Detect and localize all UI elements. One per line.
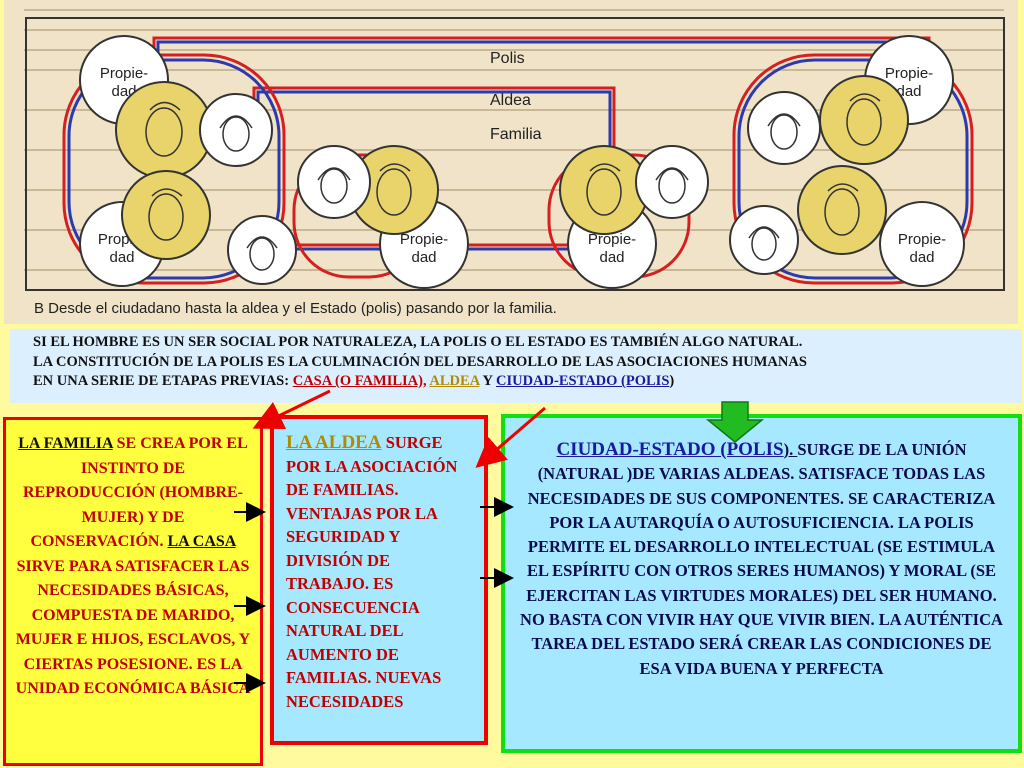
label-polis: Polis — [490, 50, 525, 67]
svg-text:Propie-: Propie- — [898, 231, 946, 248]
intro-term-ciudad: CIUDAD-ESTADO (POLIS — [496, 373, 670, 389]
polis-box: CIUDAD-ESTADO (POLIS). SURGE DE LA UNIÓN… — [501, 414, 1022, 753]
familia-text-2: SIRVE PARA SATISFACER LAS NECESIDADES BÁ… — [15, 557, 251, 698]
intro-line-3-start: EN UNA SERIE DE ETAPAS PREVIAS: — [33, 373, 293, 389]
svg-text:dad: dad — [109, 249, 134, 266]
familia-text-1: SE CREA POR EL INSTINTO DE REPRODUCCIÓN … — [23, 435, 248, 550]
casa-term: LA CASA — [167, 533, 236, 550]
aldea-text: SURGE POR LA ASOCIACIÓN DE FAMILIAS. VEN… — [286, 433, 458, 711]
propiedad-circle-bottom-right: Propie- dad — [879, 201, 965, 287]
left-group-outline — [62, 53, 286, 285]
label-aldea: Aldea — [490, 92, 531, 109]
svg-text:dad: dad — [909, 249, 934, 266]
aldea-line — [252, 86, 616, 150]
polis-term-end: ). — [783, 440, 798, 459]
figure-scan: Polis Aldea Familia Propie- dad Propie- … — [4, 0, 1018, 324]
familia-term: LA FAMILIA — [18, 435, 113, 452]
figure-diagram: Polis Aldea Familia Propie- dad Propie- … — [24, 9, 1005, 291]
intro-line-3: EN UNA SERIE DE ETAPAS PREVIAS: CASA (O … — [33, 372, 1008, 392]
svg-text:dad: dad — [896, 83, 921, 100]
intro-close: ) — [669, 373, 675, 389]
intro-box: SI EL HOMBRE ES UN SER SOCIAL POR NATURA… — [10, 329, 1022, 403]
intro-term-aldea: ALDEA — [429, 373, 480, 389]
intro-term-casa: CASA (O FAMILIA), — [292, 373, 427, 389]
intro-line-2: LA CONSTITUCIÓN DE LA POLIS ES LA CULMIN… — [33, 353, 807, 370]
portrait-man-icon — [115, 75, 909, 260]
portrait-woman-face-icon — [219, 113, 801, 271]
right-group-outline — [732, 53, 974, 285]
aldea-box: LA ALDEA SURGE POR LA ASOCIACIÓN DE FAMI… — [270, 415, 488, 745]
svg-text:Propie-: Propie- — [100, 65, 148, 82]
polis-line — [152, 36, 931, 68]
polis-text: SURGE DE LA UNIÓN (NATURAL )DE VARIAS AL… — [520, 440, 1003, 678]
svg-text:Propie-: Propie- — [588, 231, 636, 248]
svg-text:dad: dad — [599, 249, 624, 266]
intro-y: Y — [479, 373, 497, 389]
portrait-man-face-icon — [145, 93, 882, 241]
polis-term: CIUDAD-ESTADO (POLIS — [556, 439, 784, 460]
intro-line-1: SI EL HOMBRE ES UN SER SOCIAL POR NATURA… — [33, 334, 803, 350]
figure-caption: B Desde el ciudadano hasta la aldea y el… — [34, 300, 557, 317]
label-familia: Familia — [490, 126, 542, 143]
figure-frame — [25, 17, 1005, 291]
aldea-term: LA ALDEA — [286, 432, 382, 453]
svg-text:dad: dad — [411, 249, 436, 266]
svg-text:Propie-: Propie- — [400, 231, 448, 248]
portrait-woman-icon — [199, 91, 821, 285]
familia-box: LA FAMILIA SE CREA POR EL INSTINTO DE RE… — [3, 417, 263, 766]
svg-text:Propie-: Propie- — [885, 65, 933, 82]
